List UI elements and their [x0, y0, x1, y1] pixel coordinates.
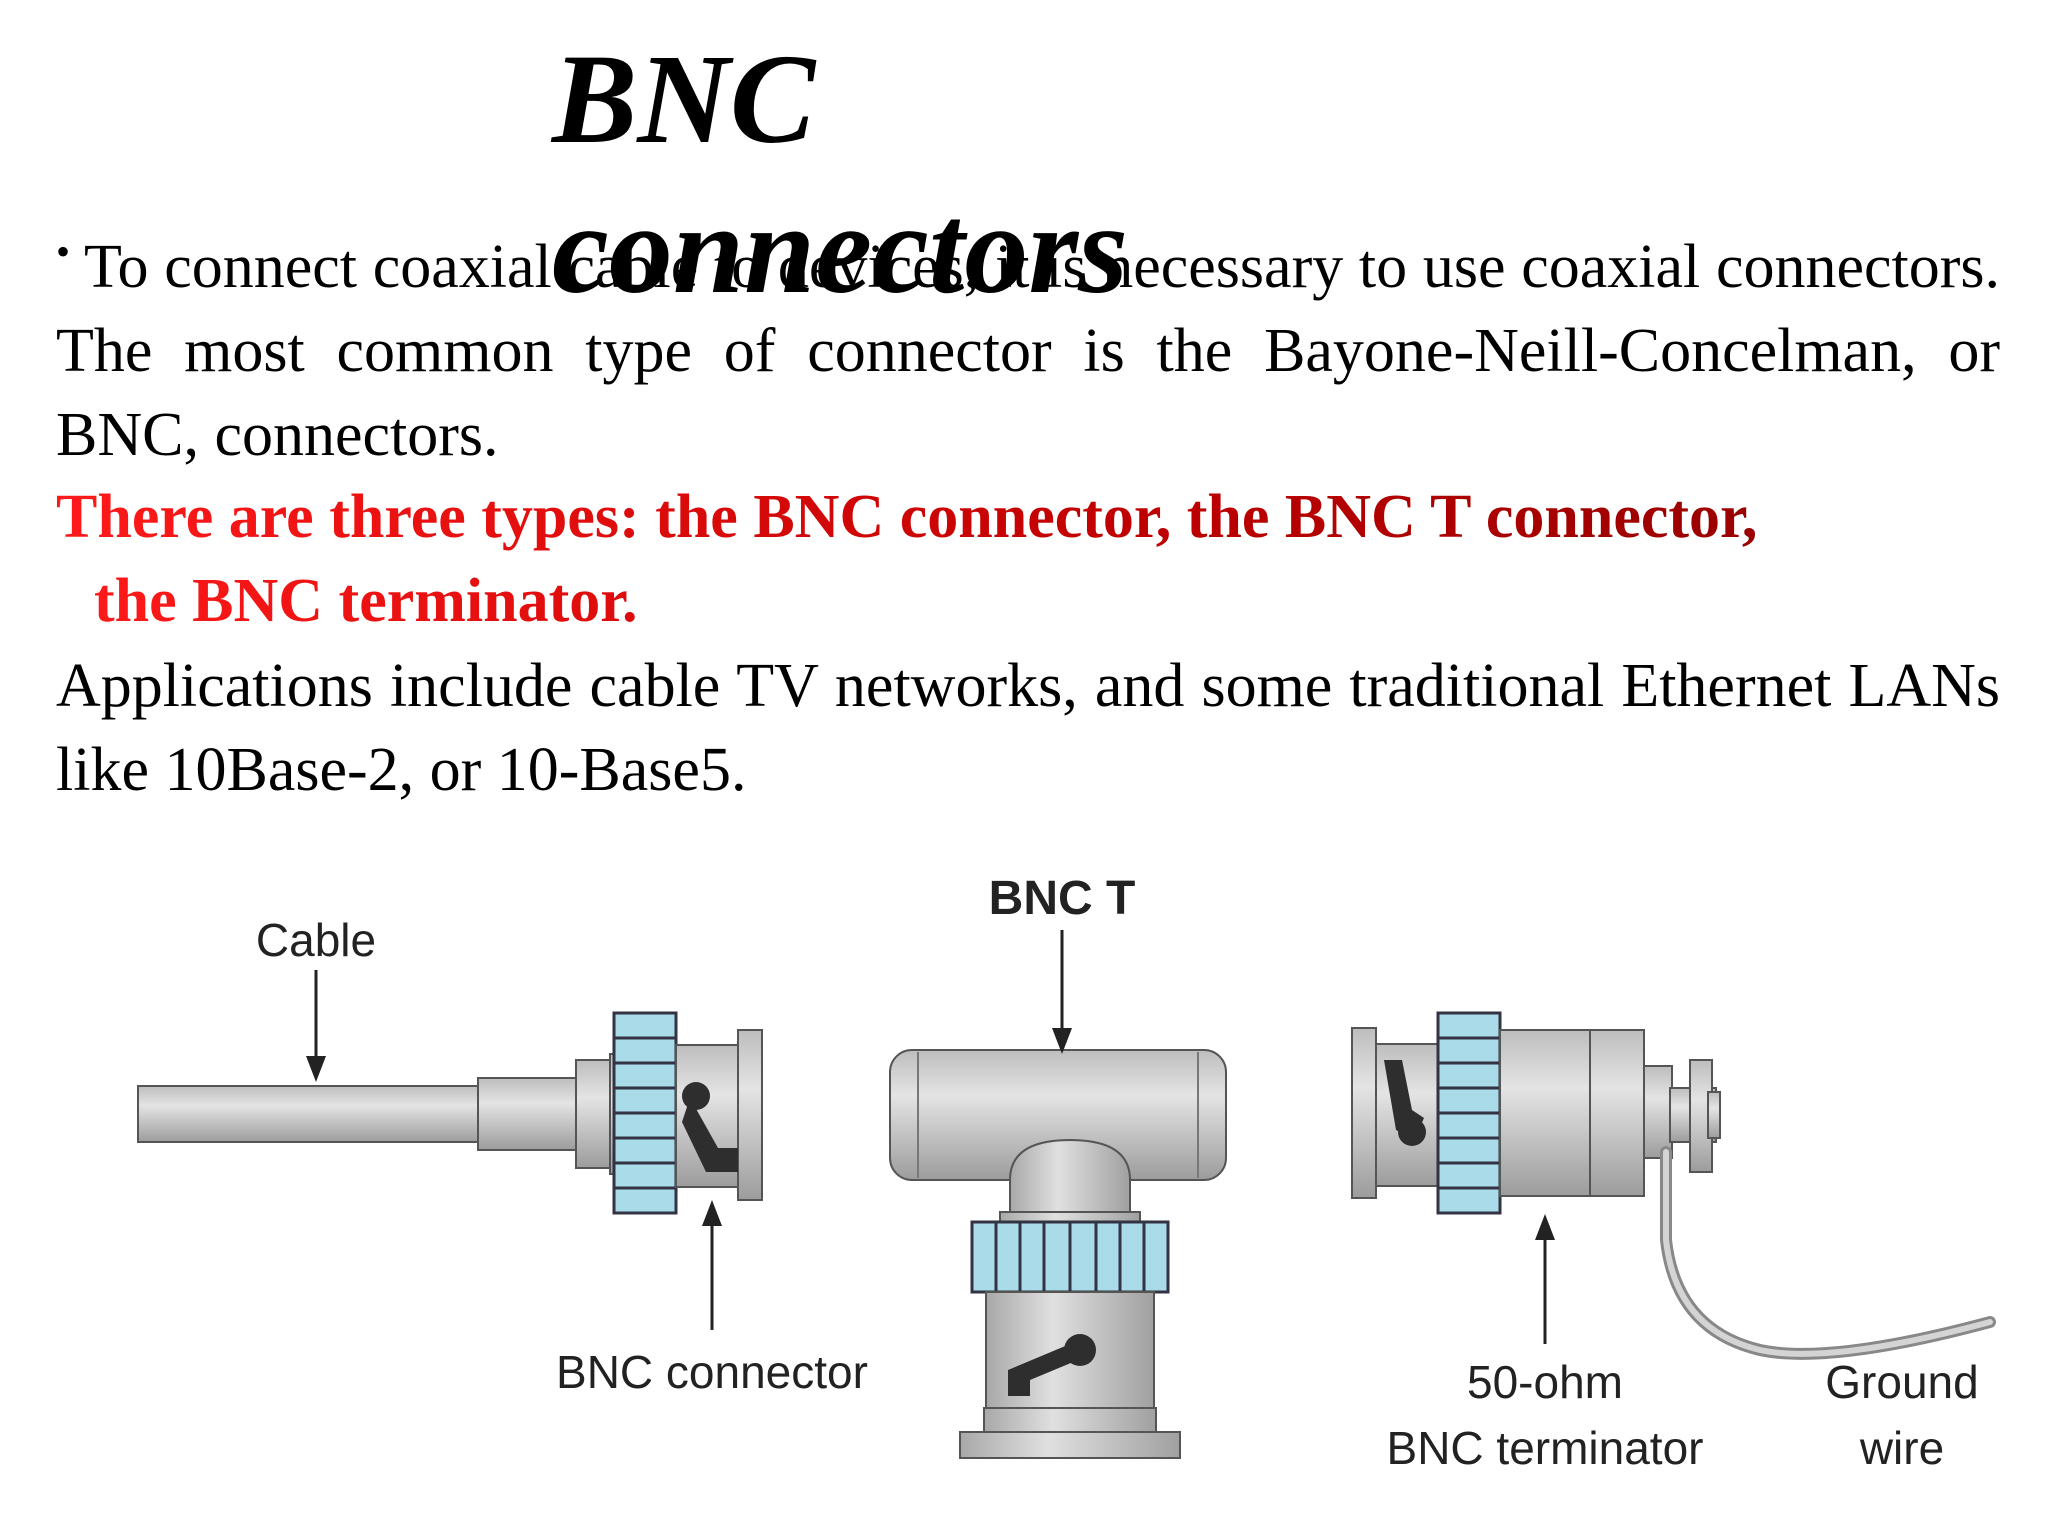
cable-arrow-icon — [306, 1056, 326, 1082]
bnc-t-connector — [889, 1049, 1227, 1459]
cable-and-bnc-connector — [137, 1011, 763, 1215]
slide-title: BNC connectors — [552, 28, 1128, 320]
terminator-arrow-icon — [1535, 1214, 1555, 1240]
terminator-label-line2: BNC terminator — [1387, 1422, 1704, 1474]
terminator-label-line1: 50-ohm — [1467, 1356, 1623, 1408]
bnc-terminator — [1351, 1011, 1996, 1360]
bnc-connector-arrow-icon — [702, 1200, 722, 1226]
terminator-ring — [1436, 1011, 1502, 1215]
ground-wire-label-line2: wire — [1859, 1422, 1944, 1474]
bnc-t-arrow-icon — [1052, 1028, 1072, 1054]
bnc-connector-label: BNC connector — [556, 1346, 868, 1398]
types-line-2: the BNC terminator. — [94, 567, 638, 635]
ground-wire — [1660, 1146, 1996, 1360]
intro-paragraph: To connect coaxial cable to devices, it … — [56, 225, 2000, 477]
types-paragraph: There are three types: the BNC connector… — [56, 475, 2000, 643]
types-line-1: There are three types: the BNC connector… — [56, 483, 1758, 551]
bnc-t-label: BNC T — [989, 872, 1136, 925]
intro-text: To connect coaxial cable to devices, it … — [56, 233, 2000, 469]
cable-label: Cable — [256, 914, 376, 966]
bullet-icon: • — [56, 229, 71, 274]
applications-paragraph: Applications include cable TV networks, … — [56, 652, 2000, 804]
bnc-connectors-figure: Cable BNC connector BNC T — [137, 872, 1996, 1474]
bnc-connector-ring — [612, 1011, 678, 1215]
bnc-t-ring — [970, 1220, 1170, 1294]
cable — [137, 1085, 479, 1143]
ground-wire-label-line1: Ground — [1825, 1356, 1978, 1408]
